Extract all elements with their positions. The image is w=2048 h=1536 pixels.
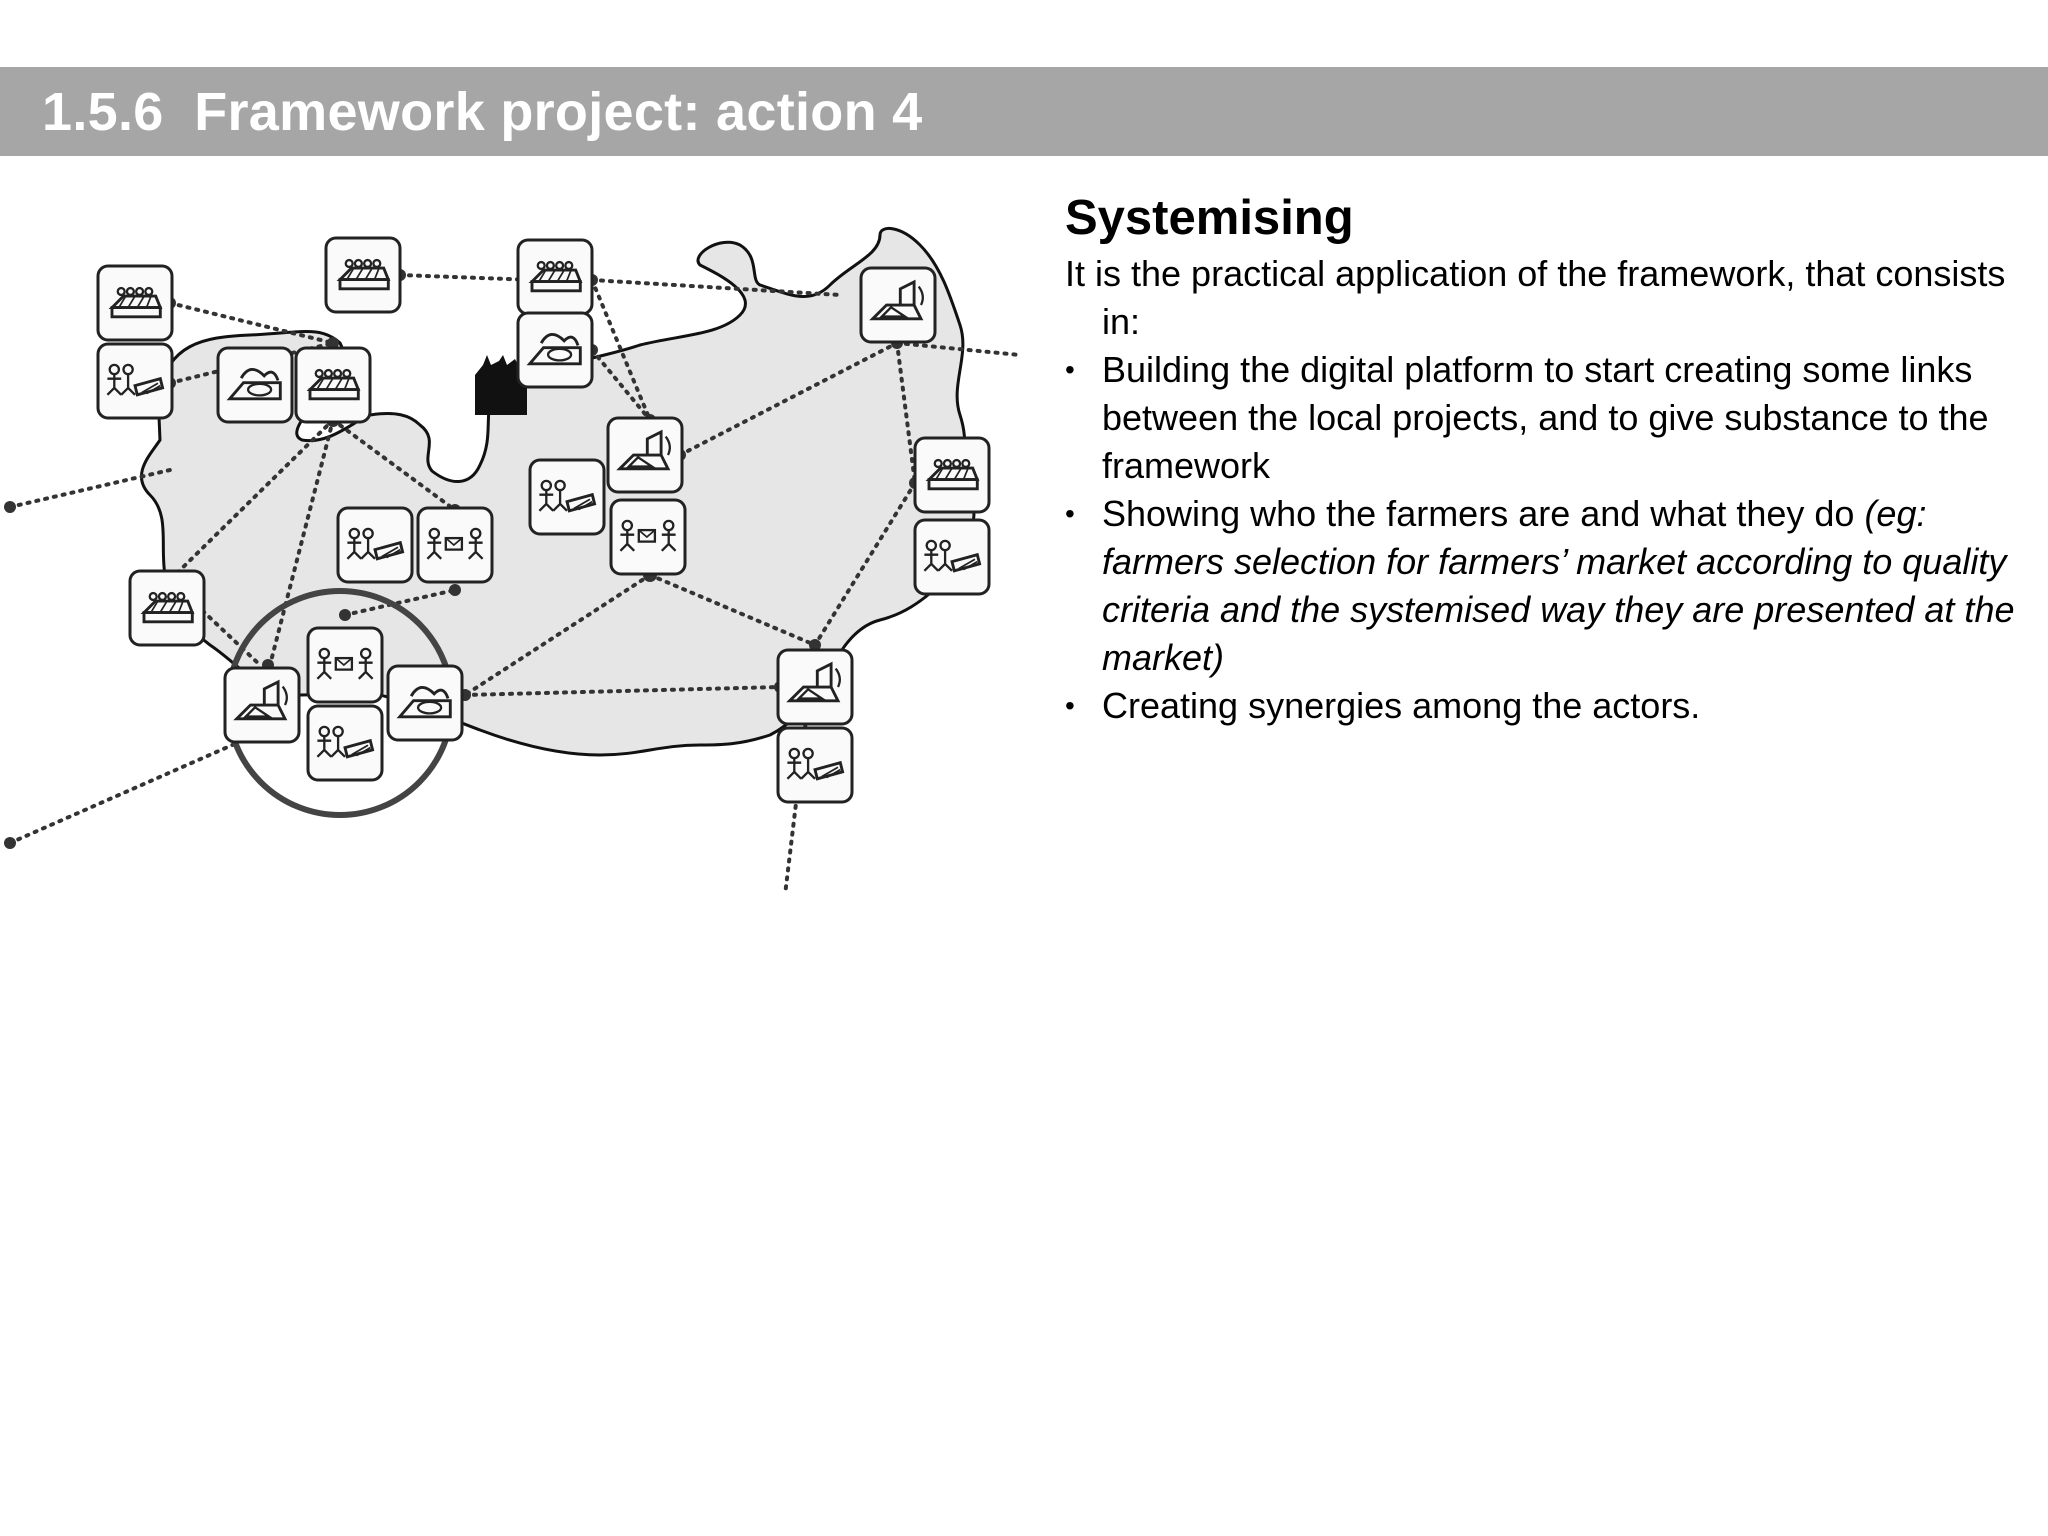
title-bar: 1.5.6 Framework project: action 4 <box>0 67 2048 156</box>
farmer-tile <box>96 342 174 420</box>
icon-tiles <box>96 236 991 804</box>
people-tile <box>416 506 494 584</box>
framework-network-diagram <box>0 225 1030 915</box>
intro-text: It is the practical application of the f… <box>1065 253 2006 342</box>
farmer-tile <box>306 704 384 782</box>
farmer-tile <box>336 506 414 584</box>
farmer-tile <box>913 518 991 596</box>
factory-icon <box>475 355 527 415</box>
market-tile <box>96 264 174 342</box>
market-tile <box>294 346 372 424</box>
bullet-italic-text: (eg: farmers selection for farmers’ mark… <box>1102 493 2015 678</box>
farmer-tile <box>528 458 606 536</box>
people-tile <box>306 626 384 704</box>
bullet-marker: • <box>1065 690 1075 721</box>
section-heading: Systemising <box>1065 191 1354 245</box>
house-tile <box>606 416 684 494</box>
market-tile <box>913 436 991 514</box>
farmer-tile <box>776 726 854 804</box>
bullet-text: Showing who the farmers are and what the… <box>1102 493 1865 534</box>
pot-tile <box>386 664 464 742</box>
bullet-text: Building the digital platform to start c… <box>1102 349 1989 486</box>
house-tile <box>223 666 301 744</box>
slide-title: 1.5.6 Framework project: action 4 <box>42 82 923 142</box>
bullet-item: • Showing who the farmers are and what t… <box>1065 490 2035 682</box>
market-tile <box>516 238 594 316</box>
bullet-item: • Creating synergies among the actors. <box>1065 682 2035 730</box>
bullet-text: Creating synergies among the actors. <box>1102 685 1701 726</box>
market-tile <box>324 236 402 314</box>
bullet-marker: • <box>1065 354 1075 385</box>
network-svg <box>4 226 1022 897</box>
bullet-marker: • <box>1065 498 1075 529</box>
house-tile <box>859 266 937 344</box>
bullet-item: • Building the digital platform to start… <box>1065 346 2035 490</box>
pot-tile <box>516 311 594 389</box>
market-tile <box>128 569 206 647</box>
text-panel: Systemising It is the practical applicat… <box>1065 188 2035 730</box>
pot-tile <box>216 346 294 424</box>
bullet-list: • Building the digital platform to start… <box>1065 346 2035 730</box>
people-tile <box>609 498 687 576</box>
house-tile <box>776 648 854 726</box>
